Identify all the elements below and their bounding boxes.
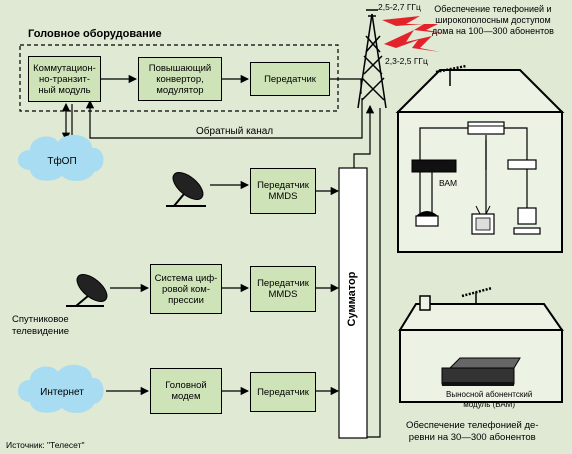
- bam-label: ВАМ: [439, 178, 458, 188]
- building-wiring: [419, 127, 528, 220]
- remote-bam-device-icon: [441, 357, 521, 386]
- building-caption: Обеспечение телефонией и широкополосным …: [432, 4, 554, 36]
- freq-high-label: 2,5-2,7 ГГц: [378, 2, 421, 12]
- tv-icon: [471, 205, 495, 235]
- return-channel-label: Обратный канал: [196, 126, 274, 137]
- mmds-transmitter-2-box: Передатчик MMDS: [250, 266, 316, 312]
- internet-label: Интернет: [40, 386, 84, 398]
- digital-compression-box: Система циф- ровой ком- прессии: [150, 264, 222, 314]
- antenna-icon: [435, 64, 467, 74]
- source-label: Источник: "Телесет": [6, 440, 85, 450]
- internet-cloud: [18, 364, 104, 413]
- satellite-dish-icon: [166, 172, 206, 207]
- upconverter-box: Повышающий конвертор, модулятор: [138, 57, 222, 101]
- satellite-dish-icon-2: [66, 274, 108, 307]
- summator-label: Сумматор: [346, 271, 358, 327]
- switch-module-box: Коммутацион- но-транзит- ный модуль: [28, 56, 101, 102]
- head-modem-box: Головной модем: [150, 368, 222, 414]
- satellite-tv-label: Спутниковое телевидение: [12, 314, 70, 337]
- transmitter-bottom-box: Передатчик: [250, 372, 316, 412]
- mmds-transmitter-1-box: Передатчик MMDS: [250, 168, 316, 214]
- computer-icon: [513, 207, 541, 235]
- headend-frame: [19, 44, 339, 112]
- pstn-cloud: [18, 134, 104, 181]
- transmitter-top-box: Передатчик: [250, 62, 330, 96]
- signal-bolt-upper: [382, 16, 448, 34]
- signal-bolt-lower: [384, 30, 440, 52]
- freq-low-label: 2,3-2,5 ГГц: [385, 56, 428, 66]
- bam-device-icon: [467, 121, 505, 135]
- village-caption: Обеспечение телефонией де- ревни на 30—3…: [406, 420, 539, 443]
- headend-title: Головное оборудование: [28, 28, 162, 40]
- phone-icon: [415, 211, 439, 227]
- remote-unit-label: Выносной абонентский модуль (ВАМ): [446, 390, 533, 409]
- summator-box: [338, 167, 368, 439]
- pstn-label: ТфОП: [47, 155, 77, 167]
- radio-tower-icon: [357, 9, 387, 109]
